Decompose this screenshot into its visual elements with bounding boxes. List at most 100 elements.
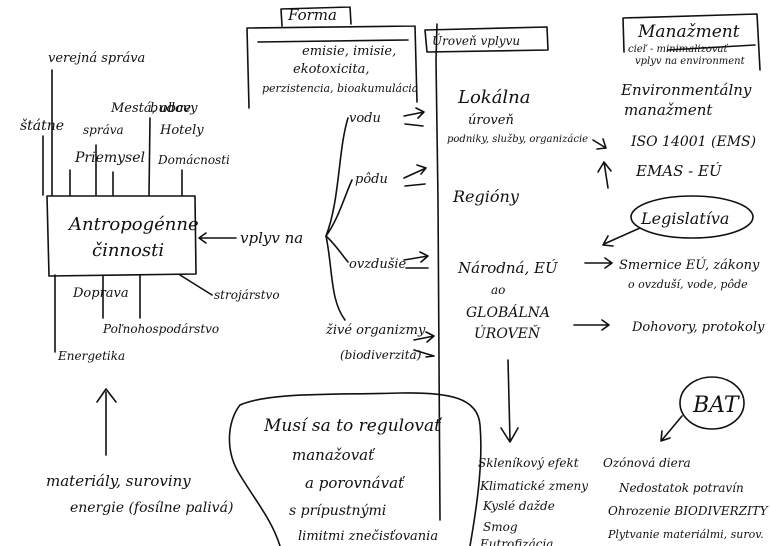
sector-lines [69,169,183,196]
regulate-line2: manažovať [292,446,376,464]
regulate-line4: s prípustnými [289,502,386,519]
forma-title: Forma [287,6,337,24]
effect-sklenikovy: Skleníkový efekt [478,456,579,470]
inputs-line1: materiály, suroviny [46,472,191,490]
legislativa-oval [630,195,754,239]
branch-podu [325,179,353,237]
target-podu: pôdu [355,172,388,187]
effect-eutrofizacia: Eutrofizácia [479,537,553,546]
dohovory: Dohovory, protokoly [631,320,765,335]
antropogenne-box-group: Antropogénne činnosti vplyv na [46,195,303,277]
arrow-podu [403,164,427,187]
forma-item-ekotoxicita: ekotoxicita, [293,62,369,77]
sector-energetika: Energetika [57,349,125,363]
branch-ovzdusie [325,235,349,263]
sector-strojarstvo: strojárstvo [214,288,280,302]
vplyv-na-label: vplyv na [240,229,303,247]
forma-box [246,25,418,109]
smernice-ovzdusie: o ovzduší, vode, pôde [628,278,748,291]
env-manazment-1: Environmentálny [620,81,752,99]
arrow-globalna-to-dohovory [573,319,610,331]
branch-vodu [325,117,349,237]
bat-effects-list: Ozónová diera Nedostatok potravín Ohroze… [603,456,769,541]
global-effects-list: Skleníkový efekt Klimatické zmeny Kyslé … [478,456,588,546]
sector-statne: štátne [20,118,64,134]
regulate-line3: a porovnávať [305,474,406,492]
level-regiony: Regióny [452,187,520,206]
sector-priemysel: Priemysel [74,150,145,166]
level-globalna-2: ÚROVEŇ [474,324,541,342]
bat-oval [679,376,745,430]
arrow-vplyv-to-box [198,232,237,244]
sector-verejna-sprava: verejná správa [48,51,145,66]
arrow-bat-down [660,415,683,442]
sector-mesta: Mestá, obce [110,101,191,116]
manazment-strike [667,44,756,51]
sectors-section: verejná správa štátne správa Mestá, obce… [20,51,280,363]
forma-title-box [280,6,352,27]
regulate-line5: limitmi znečisťovania [298,529,438,544]
bat-label: BAT [692,393,741,418]
level-ao: ao [491,283,505,297]
sector-budovy: budovy [150,101,198,116]
sector-sprava: správa [83,123,124,137]
effect-ozonova: Ozónová diera [603,456,691,470]
branch-organizmy [325,235,346,321]
arrow-podniky-to-manazment [592,138,607,150]
antropogenne-box [46,195,197,277]
level-narodna: Národná, EÚ [457,259,559,277]
level-uroven: úroveň [468,113,514,128]
sector-mesta-line [148,117,151,196]
forma-section: Forma emisie, imisie, ekotoxicita, perzi… [246,6,418,109]
manazment-section: Manažment cieľ - minimalizovať vplyv na … [622,13,761,71]
manazment-title: Manažment [637,22,740,42]
forma-item-emisie: emisie, imisie, [302,44,396,59]
effect-potraviny: Nedostatok potravín [618,481,744,495]
regulate-blob [228,392,482,546]
arrow-vodu [403,107,425,127]
emas-eu: EMAS - EÚ [635,162,723,180]
antropogenne-line2: činnosti [92,240,164,261]
uroven-vertical-line [435,23,441,521]
arrow-ovzdusie [403,251,429,269]
sector-domacnosti: Domácnosti [157,153,230,167]
arrow-narodna-to-smernice [584,257,613,269]
target-biodiverzita: (biodiverzita) [340,348,422,362]
manazment-line2: vplyv na environment [635,56,746,67]
sector-doprava: Doprava [72,286,129,301]
sector-hotely: Hotely [159,123,204,138]
uroven-box [424,26,549,53]
management-column: Environmentálny manažment ISO 14001 (EMS… [597,81,765,442]
legislativa-label: Legislatíva [640,209,729,228]
antropogenne-line1: Antropogénne [67,214,199,235]
forma-underline [257,39,409,43]
target-vodu: vodu [349,111,381,126]
inputs-section: materiály, suroviny energie (fosílne pal… [46,388,233,516]
effect-biodiverzita: Ohrozenie BIODIVERZITY [608,504,769,518]
sector-bottom-lines [54,274,213,353]
effect-plytvanie: Plytvanie materiálmi, surov. [607,528,764,541]
regulate-section: Musí sa to regulovať manažovať a porovná… [228,392,482,546]
uroven-title: Úroveň vplyvu [432,32,520,48]
uroven-section: Úroveň vplyvu [424,23,549,521]
inputs-line2: energie (fosílne palivá) [70,500,233,516]
arrow-legislativa-to-emas [597,161,612,189]
arrow-organizmy [413,331,435,358]
target-ovzdusie: ovzdušie [349,257,407,272]
smernice-eu: Smernice EÚ, zákony [619,256,760,273]
level-globalna: GLOBÁLNA [466,303,550,321]
target-organizmy: živé organizmy [325,323,426,338]
effect-klimaticke: Klimatické zmeny [479,479,588,493]
manazment-box [622,13,761,71]
arrow-globalna-down [500,359,519,443]
forma-item-perzistencia: perzistencia, bioakumulácia [262,82,418,95]
arrow-inputs-up [96,388,117,456]
levels-section: Lokálna úroveň podniky, služby, organizá… [447,87,613,443]
effect-kysle: Kyslé dažde [482,499,555,513]
level-lokalna: Lokálna [457,87,531,108]
iso-14001: ISO 14001 (EMS) [630,134,756,150]
arrow-legislativa-to-narodna [602,227,641,247]
sector-polnohospodarstvo: Poľnohospodárstvo [102,322,219,336]
